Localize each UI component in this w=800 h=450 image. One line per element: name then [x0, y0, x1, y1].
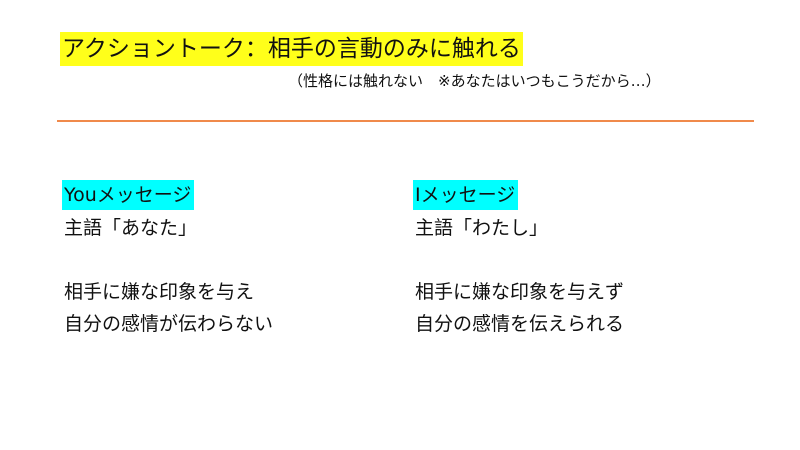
you-message-effect-2: 自分の感情が伝わらない — [64, 313, 274, 335]
i-message-effect-2: 自分の感情を伝えられる — [415, 313, 625, 335]
you-message-subject: 主語「あなた」 — [64, 217, 198, 239]
you-message-column: Youメッセージ 主語「あなた」 相手に嫌な印象を与え 自分の感情が伝わらない — [62, 180, 382, 340]
i-message-effect-1: 相手に嫌な印象を与えず — [415, 281, 625, 303]
i-message-heading: Iメッセージ — [413, 180, 519, 210]
you-message-effect-1: 相手に嫌な印象を与え — [64, 281, 255, 303]
i-message-column: Iメッセージ 主語「わたし」 相手に嫌な印象を与えず 自分の感情を伝えられる — [413, 180, 733, 340]
i-message-subject: 主語「わたし」 — [415, 217, 549, 239]
slide-subtitle: （性格には触れない ※あなたはいつもこうだから…） — [288, 72, 661, 90]
you-message-heading: Youメッセージ — [62, 180, 195, 210]
divider-line — [57, 120, 754, 122]
slide-title: アクショントーク：相手の言動のみに触れる — [60, 32, 523, 66]
